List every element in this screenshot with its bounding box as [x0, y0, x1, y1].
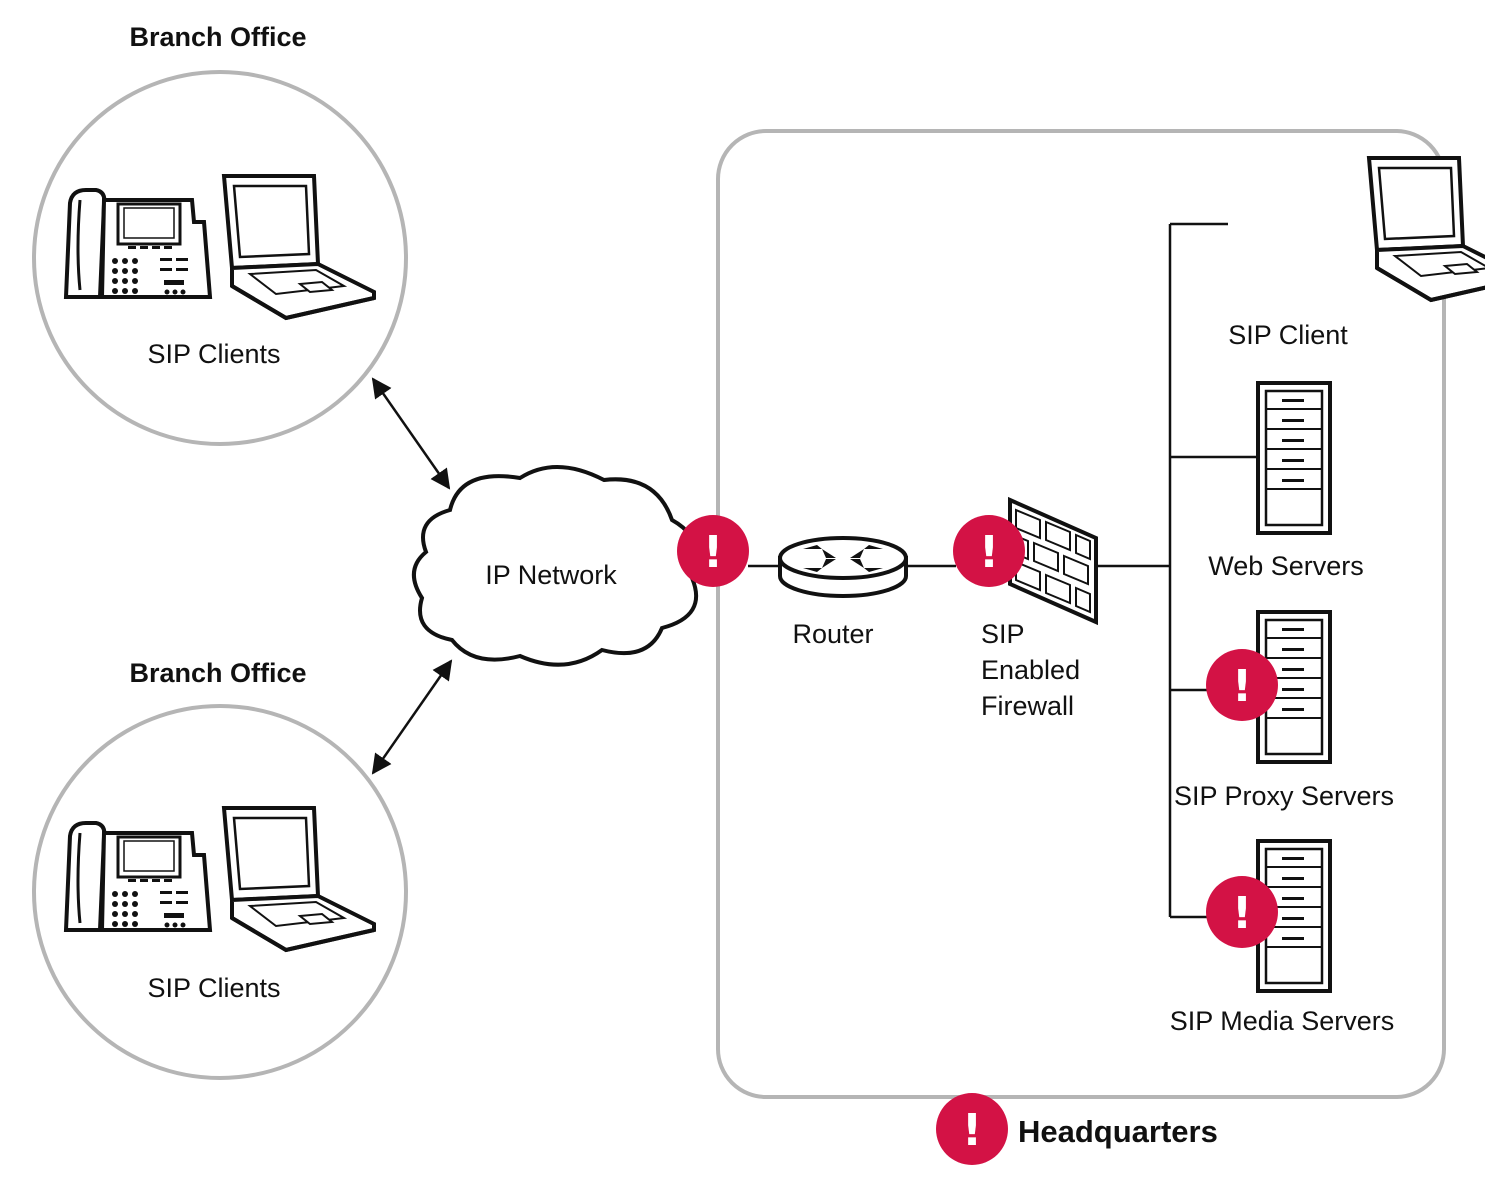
branch-top-caption: SIP Clients: [147, 339, 280, 369]
headquarters-label: Headquarters: [1018, 1114, 1218, 1149]
svg-text:!: !: [1232, 661, 1252, 712]
firewall-label-line2: Enabled: [981, 655, 1080, 685]
link-arrow-bottom: [371, 659, 453, 775]
web-server-icon: [1256, 381, 1332, 535]
svg-text:!: !: [962, 1105, 982, 1156]
firewall-icon: [1008, 496, 1098, 626]
laptop-icon: [222, 174, 376, 320]
alert-icon: !: [1206, 876, 1278, 948]
cloud-icon: [412, 465, 699, 667]
router-icon: [778, 536, 908, 598]
router-label: Router: [792, 619, 873, 649]
alert-icon: !: [677, 515, 749, 587]
cloud-label: IP Network: [485, 560, 617, 590]
firewall-label-line1: SIP: [981, 619, 1025, 649]
svg-text:!: !: [703, 527, 723, 578]
alert-icon: !: [953, 515, 1025, 587]
sip-client-label: SIP Client: [1228, 320, 1348, 350]
laptop-icon: [222, 806, 376, 952]
alert-icon: !: [936, 1093, 1008, 1165]
branch-office-top-circle: [32, 70, 408, 446]
alert-icon: !: [1206, 649, 1278, 721]
desk-phone-icon: [64, 821, 212, 932]
media-servers-label: SIP Media Servers: [1170, 1006, 1395, 1036]
headquarters-boundary: [716, 129, 1446, 1099]
branch-office-top-title: Branch Office: [129, 22, 306, 52]
branch-office-bottom-circle: [32, 704, 408, 1080]
svg-text:!: !: [1232, 888, 1252, 939]
branch-bottom-caption: SIP Clients: [147, 973, 280, 1003]
proxy-servers-label: SIP Proxy Servers: [1174, 781, 1394, 811]
desk-phone-icon: [64, 188, 212, 299]
branch-office-bottom-title: Branch Office: [129, 658, 306, 688]
web-servers-label: Web Servers: [1208, 551, 1364, 581]
firewall-label-line3: Firewall: [981, 691, 1074, 721]
link-arrow-top: [371, 377, 451, 490]
svg-text:!: !: [979, 527, 999, 578]
laptop-icon: [1367, 156, 1485, 302]
